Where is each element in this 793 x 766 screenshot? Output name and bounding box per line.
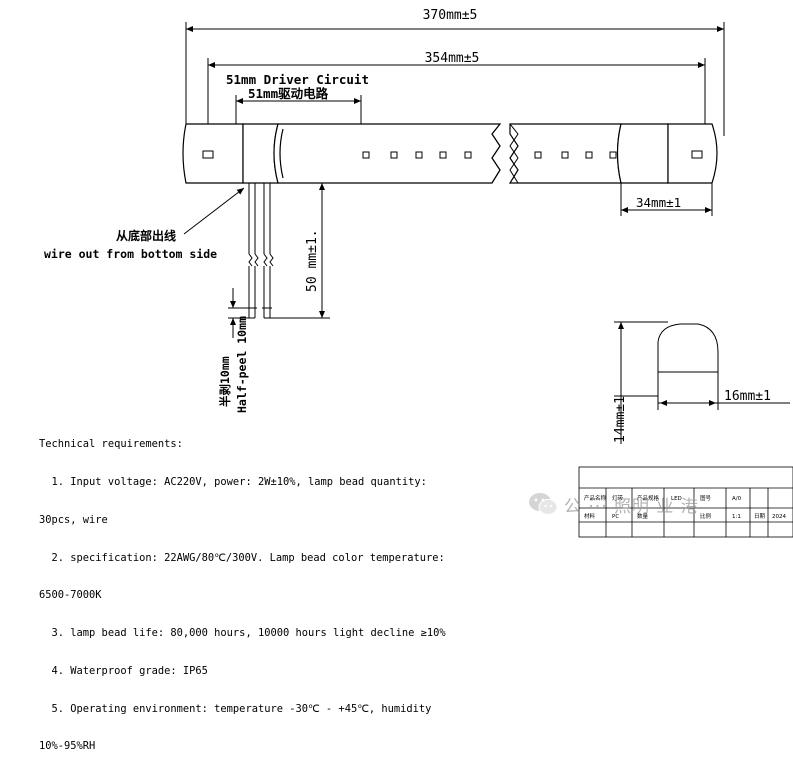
cross-section [657,323,719,373]
requirement-line: 6500-7000K [39,589,102,602]
technical-drawing: 370mm±5 354mm±5 51mm Driver Circuit 51mm… [44,8,793,538]
height-label: 14mm±1 [613,396,628,443]
title-cell: 材料 [584,512,596,520]
title-cell: 日期 [754,513,766,520]
end-slot-right [691,150,703,159]
title-cell: 1:1 [732,514,741,520]
led-tube-left [182,123,502,184]
wire-out-label-cn: 从底部出线 [116,228,176,243]
title-cell: PC [612,514,619,520]
requirement-line: 4. Waterproof grade: IP65 [39,664,208,677]
title-cell: 产品名称 [584,494,607,502]
cross-section-width-dimension [657,372,790,410]
wechat-icon [529,493,558,515]
peel-label-cn: 半剥10mm [218,356,232,407]
inner-length-label: 354mm±5 [425,51,480,66]
title-cell: A/0 [732,496,742,502]
led-bead [609,151,617,159]
watermark: 公 ··· 照明 业 港 [528,487,699,521]
peel-label-en: Half-peel 10mm [235,316,249,413]
requirement-line: 5. Operating environment: temperature -3… [39,702,432,715]
title-block [578,466,793,538]
technical-requirements: Technical requirements: 1. Input voltage… [39,413,479,766]
led-bead [439,151,447,159]
wires [247,183,274,319]
led-bead [390,151,398,159]
driver-circuit-label-en: 51mm Driver Circuit [226,72,369,87]
watermark-text: 公 ··· 照明 业 港 [564,496,699,517]
title-cell: LED [671,496,682,502]
total-length-label: 370mm±5 [423,8,478,23]
requirement-line: 2. specification: 22AWG/80℃/300V. Lamp b… [39,551,445,564]
end-cap-dimension [620,183,713,216]
requirement-line: 1. Input voltage: AC220V, power: 2W±10%,… [39,475,427,488]
end-cap-label: 34mm±1 [636,195,681,210]
led-bead [464,151,472,159]
title-cell: 数量 [637,512,649,520]
led-bead [534,151,542,159]
width-label: 16mm±1 [724,389,771,404]
title-cell: 2024 [772,514,786,520]
wire-length-dimension [270,182,330,319]
led-bead [415,151,423,159]
wire-out-label-en: wire out from bottom side [44,247,217,261]
requirement-line: 3. lamp bead life: 80,000 hours, 10000 h… [39,627,446,640]
driver-circuit-label-cn: 51mm驱动电路 [248,86,329,101]
title-cell: 比例 [700,512,712,520]
cross-section-height-dimension [614,321,668,444]
led-bead [362,151,370,159]
title-cell: 图号 [700,494,712,502]
wire-length-label: 50 mm±1. [305,229,320,292]
end-slot-left [202,150,214,159]
wire-out-callout [183,187,245,235]
requirement-line: 10%-95%RH [39,740,96,753]
peel-dimension [228,288,249,338]
title-block-cells: 产品名称 灯带 产品规格 LED 图号 A/0 材料 PC 数量 比例 1:1 … [584,494,786,520]
led-bead [585,151,593,159]
requirements-title: Technical requirements: [39,438,183,451]
title-cell: 灯带 [612,494,624,502]
led-bead [561,151,569,159]
total-length-dimension [185,22,725,136]
break-lines [491,123,519,184]
led-beads [362,151,617,159]
title-cell: 产品规格 [637,494,660,502]
requirement-line: 30pcs, wire [39,513,108,526]
